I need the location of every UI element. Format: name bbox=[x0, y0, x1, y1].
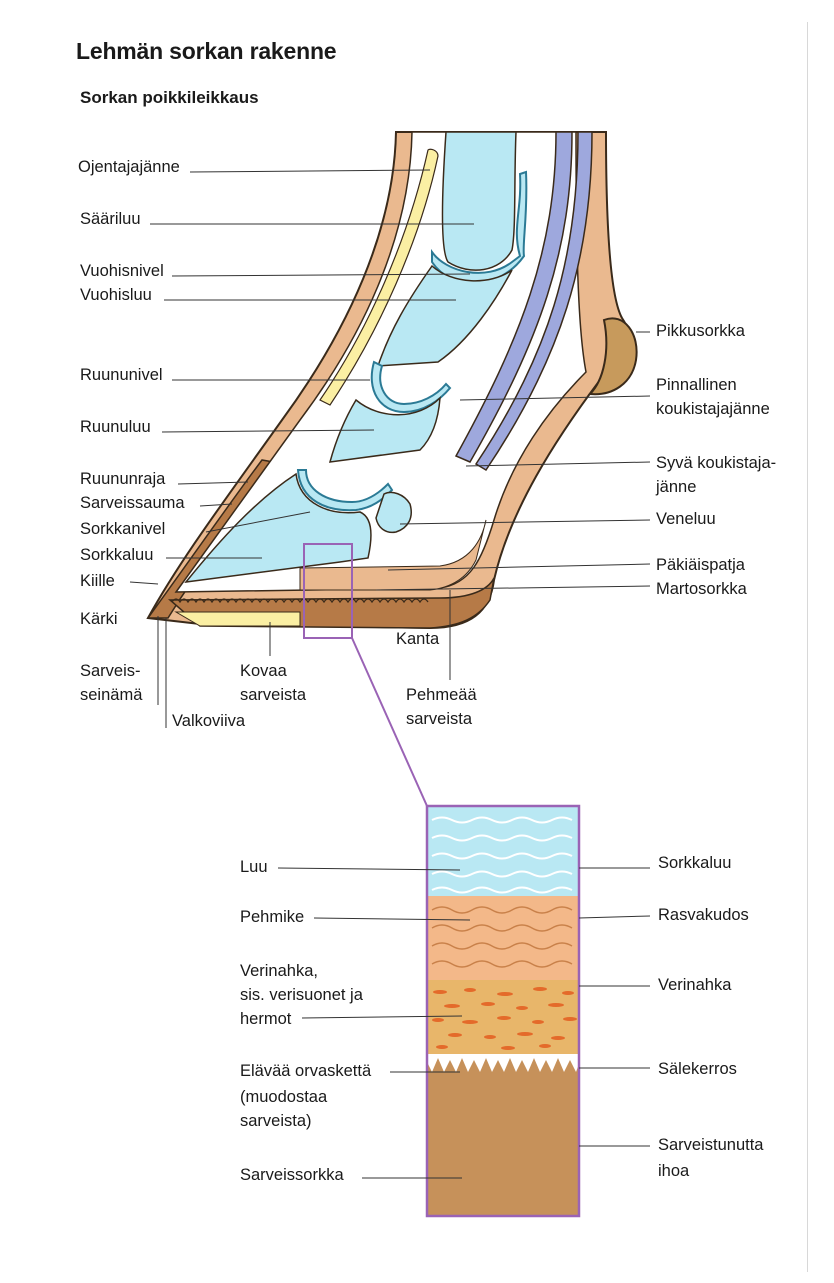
label-vuohisluu: Vuohisluu bbox=[80, 286, 152, 304]
layer-horn bbox=[427, 1076, 579, 1216]
dewclaw-shape bbox=[587, 317, 638, 396]
label-kanta: Kanta bbox=[396, 630, 440, 648]
detail-label-elavaa-line2: (muodostaa bbox=[240, 1088, 328, 1106]
detail-label-verinahka-line2: sis. verisuonet ja bbox=[240, 986, 363, 1004]
detail-label-rasvakudos: Rasvakudos bbox=[658, 906, 749, 924]
label-pehmeaa-line1: Pehmeää bbox=[406, 686, 477, 704]
label-ruunuluu: Ruunuluu bbox=[80, 418, 151, 436]
pastern-joint bbox=[370, 360, 452, 414]
tissue-layer-panel bbox=[427, 806, 579, 1216]
detail-label-sarveistunutta-line1: Sarveistunutta bbox=[658, 1136, 764, 1154]
label-sarveisseinama-line1: Sarveis- bbox=[80, 662, 141, 680]
pastern-bone bbox=[376, 264, 513, 367]
label-kovaa-line2: sarveista bbox=[240, 686, 307, 704]
page-title: Lehmän sorkan rakenne bbox=[76, 38, 337, 64]
pedal-bone bbox=[184, 472, 372, 583]
page-edge-line bbox=[807, 22, 808, 1272]
detail-label-verinahka-line3: hermot bbox=[240, 1010, 292, 1028]
label-ruununraja: Ruununraja bbox=[80, 470, 166, 488]
label-vuohisnivel: Vuohisnivel bbox=[80, 262, 164, 280]
label-pikkusorkka: Pikkusorkka bbox=[656, 322, 745, 340]
extensor-tendon bbox=[319, 148, 439, 406]
coronet-bone bbox=[328, 396, 441, 463]
detail-label-verinahka: Verinahka bbox=[658, 976, 732, 994]
deep-flexor-tendon bbox=[454, 131, 573, 463]
label-syva-line1: Syvä koukistaja- bbox=[656, 454, 777, 472]
detail-label-pehmike: Pehmike bbox=[240, 908, 305, 926]
detail-label-sarveissorkka: Sarveissorkka bbox=[240, 1166, 344, 1184]
corium-vessel-pattern bbox=[432, 987, 577, 1050]
detail-label-elavaa-line3: sarveista) bbox=[240, 1112, 312, 1130]
label-martosorkka: Martosorkka bbox=[656, 580, 747, 598]
page-subtitle: Sorkan poikkileikkaus bbox=[80, 88, 259, 107]
detail-connector bbox=[351, 637, 428, 807]
fat-wave-pattern bbox=[431, 906, 573, 968]
label-karki: Kärki bbox=[80, 610, 118, 628]
label-sorkkaluu: Sorkkaluu bbox=[80, 546, 154, 564]
label-pinnallinen-line2: koukistajajänne bbox=[656, 400, 770, 418]
coffin-joint bbox=[296, 469, 394, 512]
label-pehmeaa-line2: sarveista bbox=[406, 710, 473, 728]
leader-lines bbox=[129, 169, 651, 728]
label-kovaa-line1: Kovaa bbox=[240, 662, 287, 680]
label-pakiaispatja: Päkiäispatja bbox=[656, 556, 745, 574]
label-sorkkanivel: Sorkkanivel bbox=[80, 520, 166, 538]
detail-label-elavaa-line1: Elävää orvaskettä bbox=[240, 1062, 372, 1080]
detail-label-luu: Luu bbox=[240, 858, 268, 876]
detail-highlight-box bbox=[303, 543, 353, 639]
label-sarveissauma: Sarveissauma bbox=[80, 494, 185, 512]
label-veneluu: Veneluu bbox=[656, 510, 716, 528]
bone-wave-pattern bbox=[431, 816, 573, 894]
detail-label-sarveistunutta-line2: ihoa bbox=[658, 1162, 690, 1180]
label-pinnallinen-line1: Pinnallinen bbox=[656, 376, 737, 394]
detail-label-sorkkaluu: Sorkkaluu bbox=[658, 854, 732, 872]
detail-label-salekerros: Sälekerros bbox=[658, 1060, 737, 1078]
superficial-flexor-tendon bbox=[474, 131, 593, 472]
white-line bbox=[171, 598, 429, 604]
label-syva-line2: jänne bbox=[656, 478, 697, 496]
label-ruununivel: Ruununivel bbox=[80, 366, 163, 384]
hoof-cross-section bbox=[146, 131, 638, 639]
label-ojentajajanne: Ojentajajänne bbox=[78, 158, 180, 176]
label-kiille: Kiille bbox=[80, 572, 115, 590]
cannon-bone bbox=[441, 131, 517, 271]
detail-label-verinahka-line1: Verinahka, bbox=[240, 962, 318, 980]
detail-leader-lines bbox=[277, 867, 651, 1179]
lamellae-teeth bbox=[427, 1058, 579, 1076]
label-sarveisseinama-line2: seinämä bbox=[80, 686, 143, 704]
label-valkoviiva: Valkoviiva bbox=[172, 712, 246, 730]
hard-sole bbox=[174, 611, 301, 627]
label-saariluu: Sääriluu bbox=[80, 210, 141, 228]
detail-panel-frame bbox=[425, 804, 581, 1218]
